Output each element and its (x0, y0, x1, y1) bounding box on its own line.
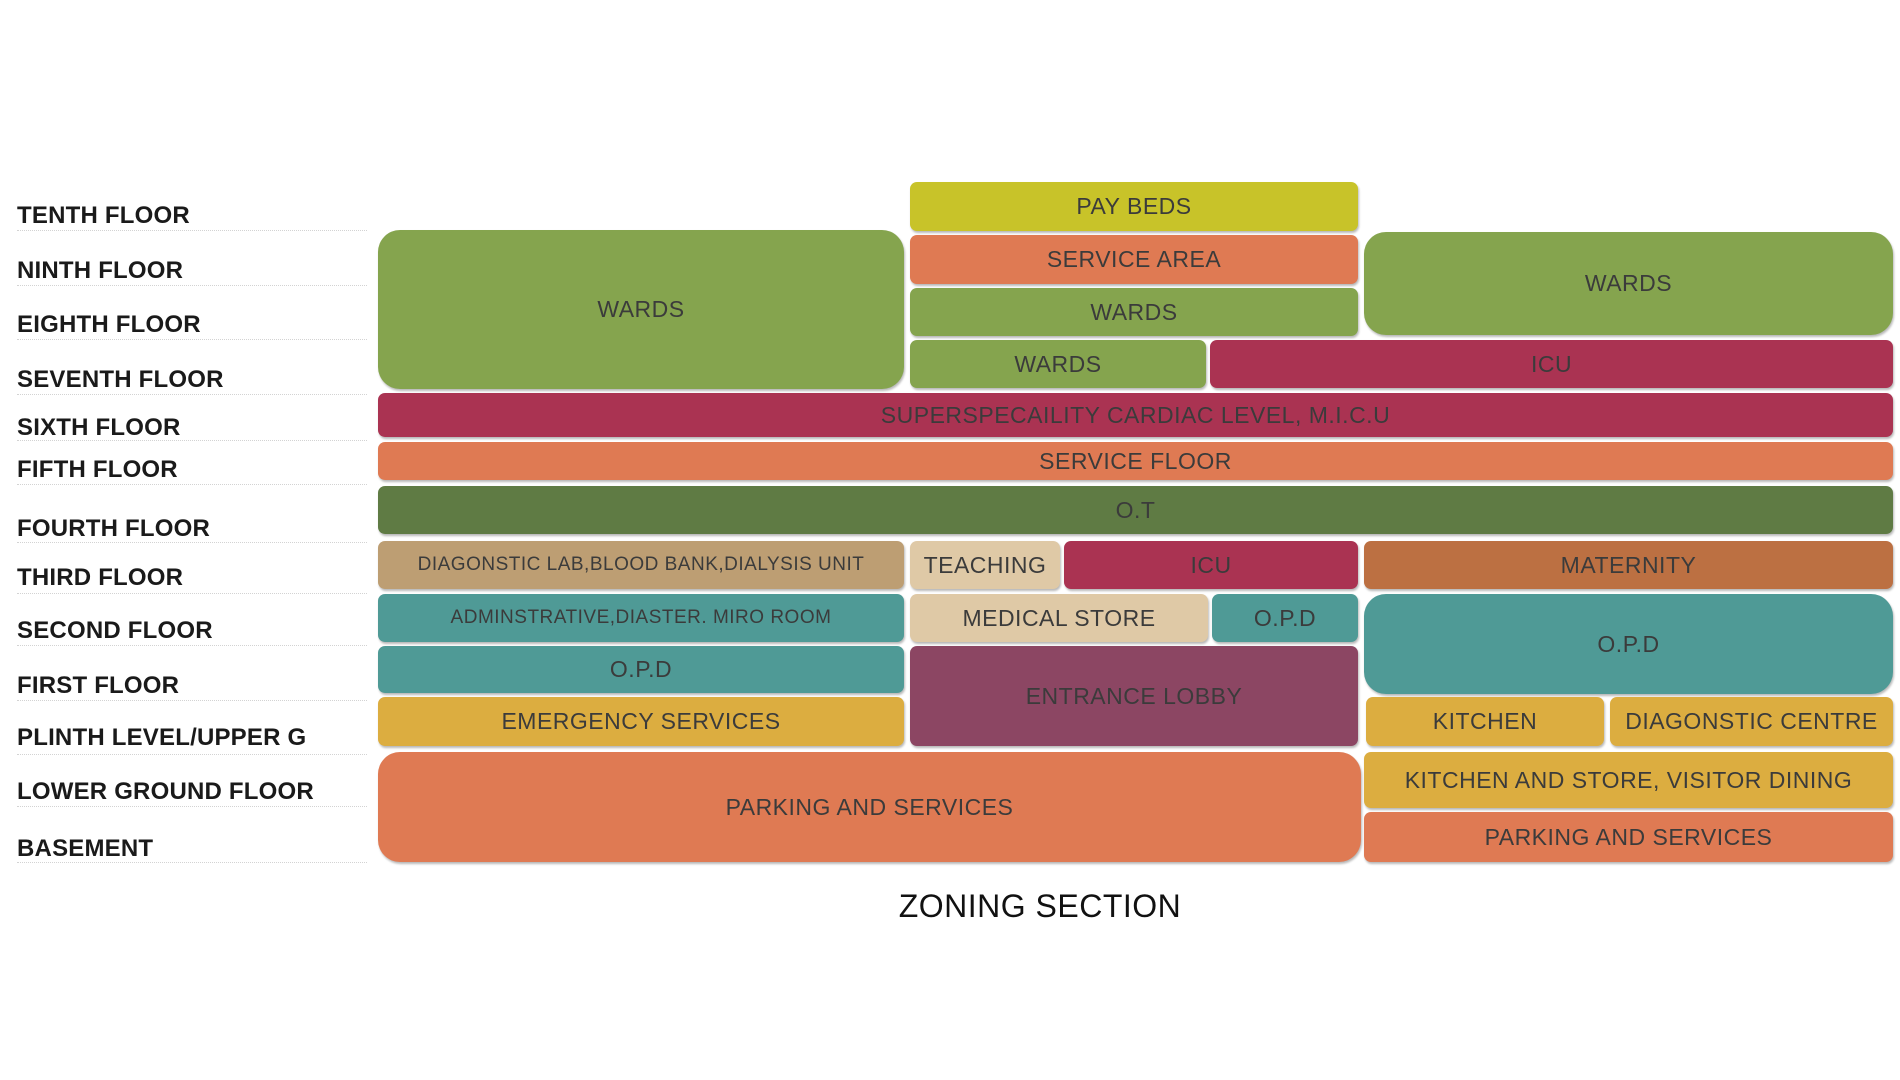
zone-wards: WARDS (910, 340, 1206, 388)
zone-o-p-d: O.P.D (1364, 594, 1893, 694)
zone-maternity: MATERNITY (1364, 541, 1893, 589)
floor-divider-line (17, 754, 367, 755)
zone-medical-store: MEDICAL STORE (910, 594, 1208, 642)
floor-label-tenth-floor: TENTH FLOOR (17, 202, 190, 229)
floor-label-basement: BASEMENT (17, 835, 154, 862)
floor-label-lower-ground-floor: LOWER GROUND FLOOR (17, 778, 314, 805)
zone-diagonstic-lab-blood-bank-dialysis-unit: DIAGONSTIC LAB,BLOOD BANK,DIALYSIS UNIT (378, 541, 904, 589)
floor-label-fourth-floor: FOURTH FLOOR (17, 515, 211, 542)
zone-icu: ICU (1064, 541, 1358, 589)
zone-parking-and-services: PARKING AND SERVICES (1364, 812, 1893, 862)
diagram-title: ZONING SECTION (898, 888, 1182, 924)
floor-label-second-floor: SECOND FLOOR (17, 617, 213, 644)
floor-divider-line (17, 339, 367, 340)
floor-label-plinth-level-upper-g: PLINTH LEVEL/UPPER G (17, 724, 307, 751)
zone-teaching: TEACHING (910, 541, 1060, 589)
zone-emergency-services: EMERGENCY SERVICES (378, 697, 904, 746)
floor-label-first-floor: FIRST FLOOR (17, 672, 180, 699)
zone-adminstrative-diaster-miro-room: ADMINSTRATIVE,DIASTER. MIRO ROOM (378, 594, 904, 642)
zone-icu: ICU (1210, 340, 1893, 388)
zone-superspecaility-cardiac-level-m-i-c-u: SUPERSPECAILITY CARDIAC LEVEL, M.I.C.U (378, 393, 1893, 437)
floor-label-ninth-floor: NINTH FLOOR (17, 257, 184, 284)
floor-divider-line (17, 700, 367, 701)
zone-pay-beds: PAY BEDS (910, 182, 1358, 231)
floor-divider-line (17, 285, 367, 286)
zone-service-area: SERVICE AREA (910, 235, 1358, 284)
floor-divider-line (17, 440, 367, 441)
zone-wards: WARDS (378, 230, 904, 389)
zone-wards: WARDS (1364, 232, 1893, 335)
zone-kitchen-and-store-visitor-dining: KITCHEN AND STORE, VISITOR DINING (1364, 752, 1893, 808)
zone-diagonstic-centre: DIAGONSTIC CENTRE (1610, 697, 1893, 746)
zone-o-p-d: O.P.D (378, 646, 904, 693)
zone-kitchen: KITCHEN (1366, 697, 1604, 746)
floor-divider-line (17, 862, 367, 863)
floor-label-fifth-floor: FIFTH FLOOR (17, 456, 178, 483)
floor-divider-line (17, 394, 367, 395)
floor-label-eighth-floor: EIGHTH FLOOR (17, 311, 201, 338)
floor-divider-line (17, 484, 367, 485)
zone-o-p-d: O.P.D (1212, 594, 1358, 642)
zone-entrance-lobby: ENTRANCE LOBBY (910, 646, 1358, 746)
floor-divider-line (17, 542, 367, 543)
floor-divider-line (17, 230, 367, 231)
zone-service-floor: SERVICE FLOOR (378, 442, 1893, 480)
floor-divider-line (17, 593, 367, 594)
floor-label-seventh-floor: SEVENTH FLOOR (17, 366, 224, 393)
floor-divider-line (17, 806, 367, 807)
floor-label-third-floor: THIRD FLOOR (17, 564, 184, 591)
floor-label-sixth-floor: SIXTH FLOOR (17, 414, 181, 441)
zone-wards: WARDS (910, 288, 1358, 336)
zone-parking-and-services: PARKING AND SERVICES (378, 752, 1361, 862)
floor-divider-line (17, 645, 367, 646)
zone-o-t: O.T (378, 486, 1893, 534)
